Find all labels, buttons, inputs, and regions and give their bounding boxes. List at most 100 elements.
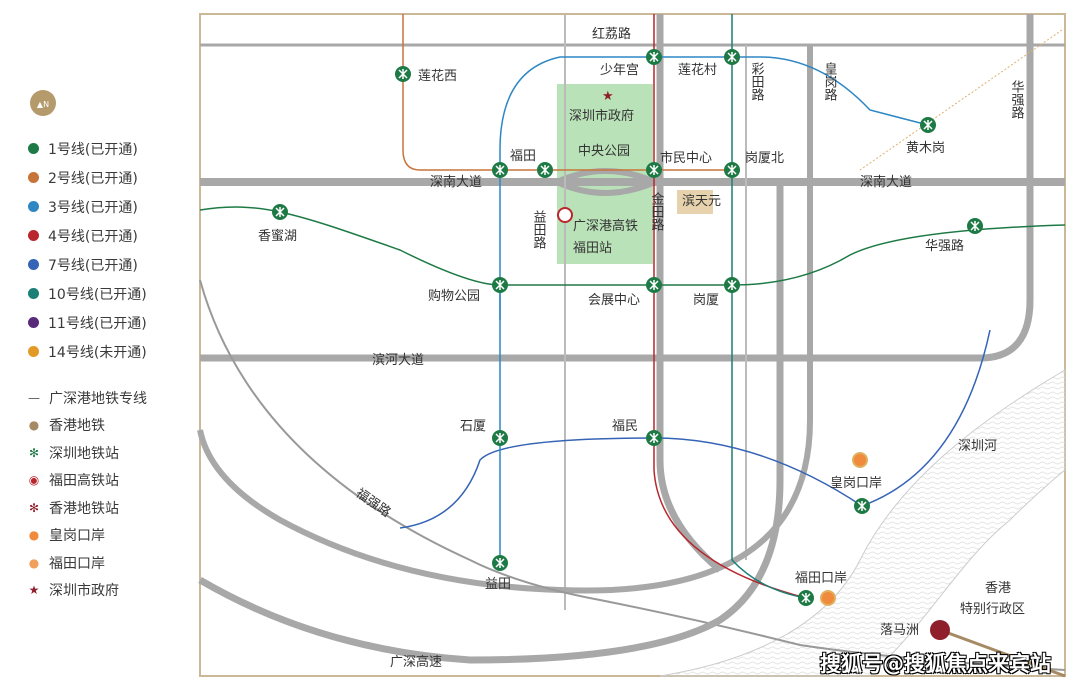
legend-label: 1号线(已开通) [48,141,138,158]
legend-line-item: 2号线(已开通) [28,163,198,192]
huanggang-port-icon [852,452,868,468]
station-gangxia [723,276,741,294]
station-lianhuaxi [394,65,412,83]
station-label: 福田口岸 [795,571,847,586]
legend-label: 14号线(未开通) [48,344,147,361]
road-label: 彩田路 [749,62,765,101]
stations[interactable]: ★ [271,48,984,640]
legend-label: 深圳市政府 [49,583,119,600]
road-label: 滨河大道 [372,352,424,368]
futian-hsr-station-icon [557,207,573,223]
watermark: 搜狐号@搜狐焦点来宾站 [820,652,1051,676]
station-futian-2 [536,161,554,179]
station-label: 福民 [612,419,638,434]
place-label: 广深港高铁 [573,218,638,234]
vertical-road-labels: 益田路 金田路 彩田路 皇岗路 华强路 [531,62,1025,249]
station-label: 岗厦 [693,293,719,308]
legend-label: 广深港地铁专线 [49,390,147,407]
place-label: 中央公园 [578,144,630,159]
legend-symbol-item: ✻ 香港地铁站 [28,494,198,522]
legend-label: 福田口岸 [49,555,105,572]
station-huangmugang [919,116,937,134]
huanggang-port-icon: ● [28,528,40,543]
station-label: 少年宫 [600,63,639,78]
legend-symbol-item: ● 香港地铁 [28,412,198,440]
road-label: 益田路 [531,210,547,249]
shenzhen-river [659,369,1066,677]
legend-line-item: 4号线(已开通) [28,221,198,250]
legend-label: 4号线(已开通) [48,228,138,245]
futian-port-icon [820,590,836,606]
line-dot-icon [28,172,39,183]
roads [197,14,1066,671]
hk-metro-dot-icon: ● [28,418,40,433]
legend-line-item: 1号线(已开通) [28,134,198,163]
road-label: 深南大道 [430,174,482,190]
star-icon: ★ [602,89,614,104]
legend-label: 皇岗口岸 [49,528,105,545]
station-huizhanzhongxin [645,276,663,294]
futian-port-icon: ● [28,555,40,570]
legend-symbol-item: ✻ 深圳地铁站 [28,439,198,467]
legend-label: 10号线(已开通) [48,286,147,303]
futian-hsr-station-icon: ◉ [28,473,40,488]
line-dot-icon [28,259,39,270]
dash-line-icon: — [28,390,40,405]
station-label: 石厦 [460,419,486,434]
sz-metro-station-icon: ✻ [28,445,40,460]
place-label: 特别行政区 [960,602,1025,617]
legend-symbol-item: ● 福田口岸 [28,549,198,577]
station-label: 购物公园 [428,288,480,304]
station-yitian [491,554,509,572]
legend-label: 香港地铁站 [49,500,119,517]
station-label: 福田 [510,149,536,164]
hk-metro-station-icon: ✻ [28,500,40,515]
station-label: 皇岗口岸 [830,476,882,491]
station-shixia [491,429,509,447]
station-xiangmihu [271,203,289,221]
station-futiankouan [797,589,815,607]
line-dot-icon [28,288,39,299]
legend: ▲N 1号线(已开通) 2号线(已开通) 3号线(已开通) 4号线(已开通) 7号线(已… [28,90,198,604]
place-label: 深圳市政府 [569,108,634,124]
station-label: 莲花村 [678,62,717,78]
station-label: 莲花西 [418,68,457,84]
station-huaqianglu [966,217,984,235]
station-lianhuacun [723,48,741,66]
line-dot-icon [28,201,39,212]
station-label: 华强路 [925,238,964,254]
station-huanggangkouan [853,497,871,515]
station-label: 市民中心 [660,150,712,166]
station-shaoniangong [645,48,663,66]
road-label: 深南大道 [860,174,912,190]
line-dot-icon [28,346,39,357]
road-label: 金田路 [649,191,665,231]
station-label: 黄木岗 [906,141,945,156]
legend-label: 香港地铁 [49,418,105,435]
road-label: 红荔路 [592,26,631,42]
road-label: 华强路 [1009,80,1025,119]
legend-label: 福田高铁站 [49,473,119,490]
place-label: 福田站 [573,241,612,256]
legend-label: 2号线(已开通) [48,170,138,187]
station-gouwugongyuan [491,276,509,294]
legend-symbol-item: ★深圳市政府 [28,577,198,605]
station-label: 会展中心 [588,293,640,308]
station-gangxiabei [723,161,741,179]
legend-line-item: 14号线(未开通) [28,337,198,366]
compass-icon: ▲N [30,90,56,116]
project-marker[interactable] [677,190,713,214]
legend-label: 7号线(已开通) [48,257,138,274]
legend-symbol-item: ◉ 福田高铁站 [28,467,198,495]
hk-station-lokmachau-icon [930,620,950,640]
station-label: 落马洲 [880,623,919,638]
station-label: 岗厦北 [745,151,784,166]
legend-line-item: 7号线(已开通) [28,250,198,279]
station-fumin [645,429,663,447]
legend-label: 深圳地铁站 [49,445,119,462]
legend-symbol-item: — 广深港地铁专线 [28,384,198,412]
legend-line-item: 10号线(已开通) [28,279,198,308]
legend-line-item: 3号线(已开通) [28,192,198,221]
road-label: 皇岗路 [822,62,838,101]
